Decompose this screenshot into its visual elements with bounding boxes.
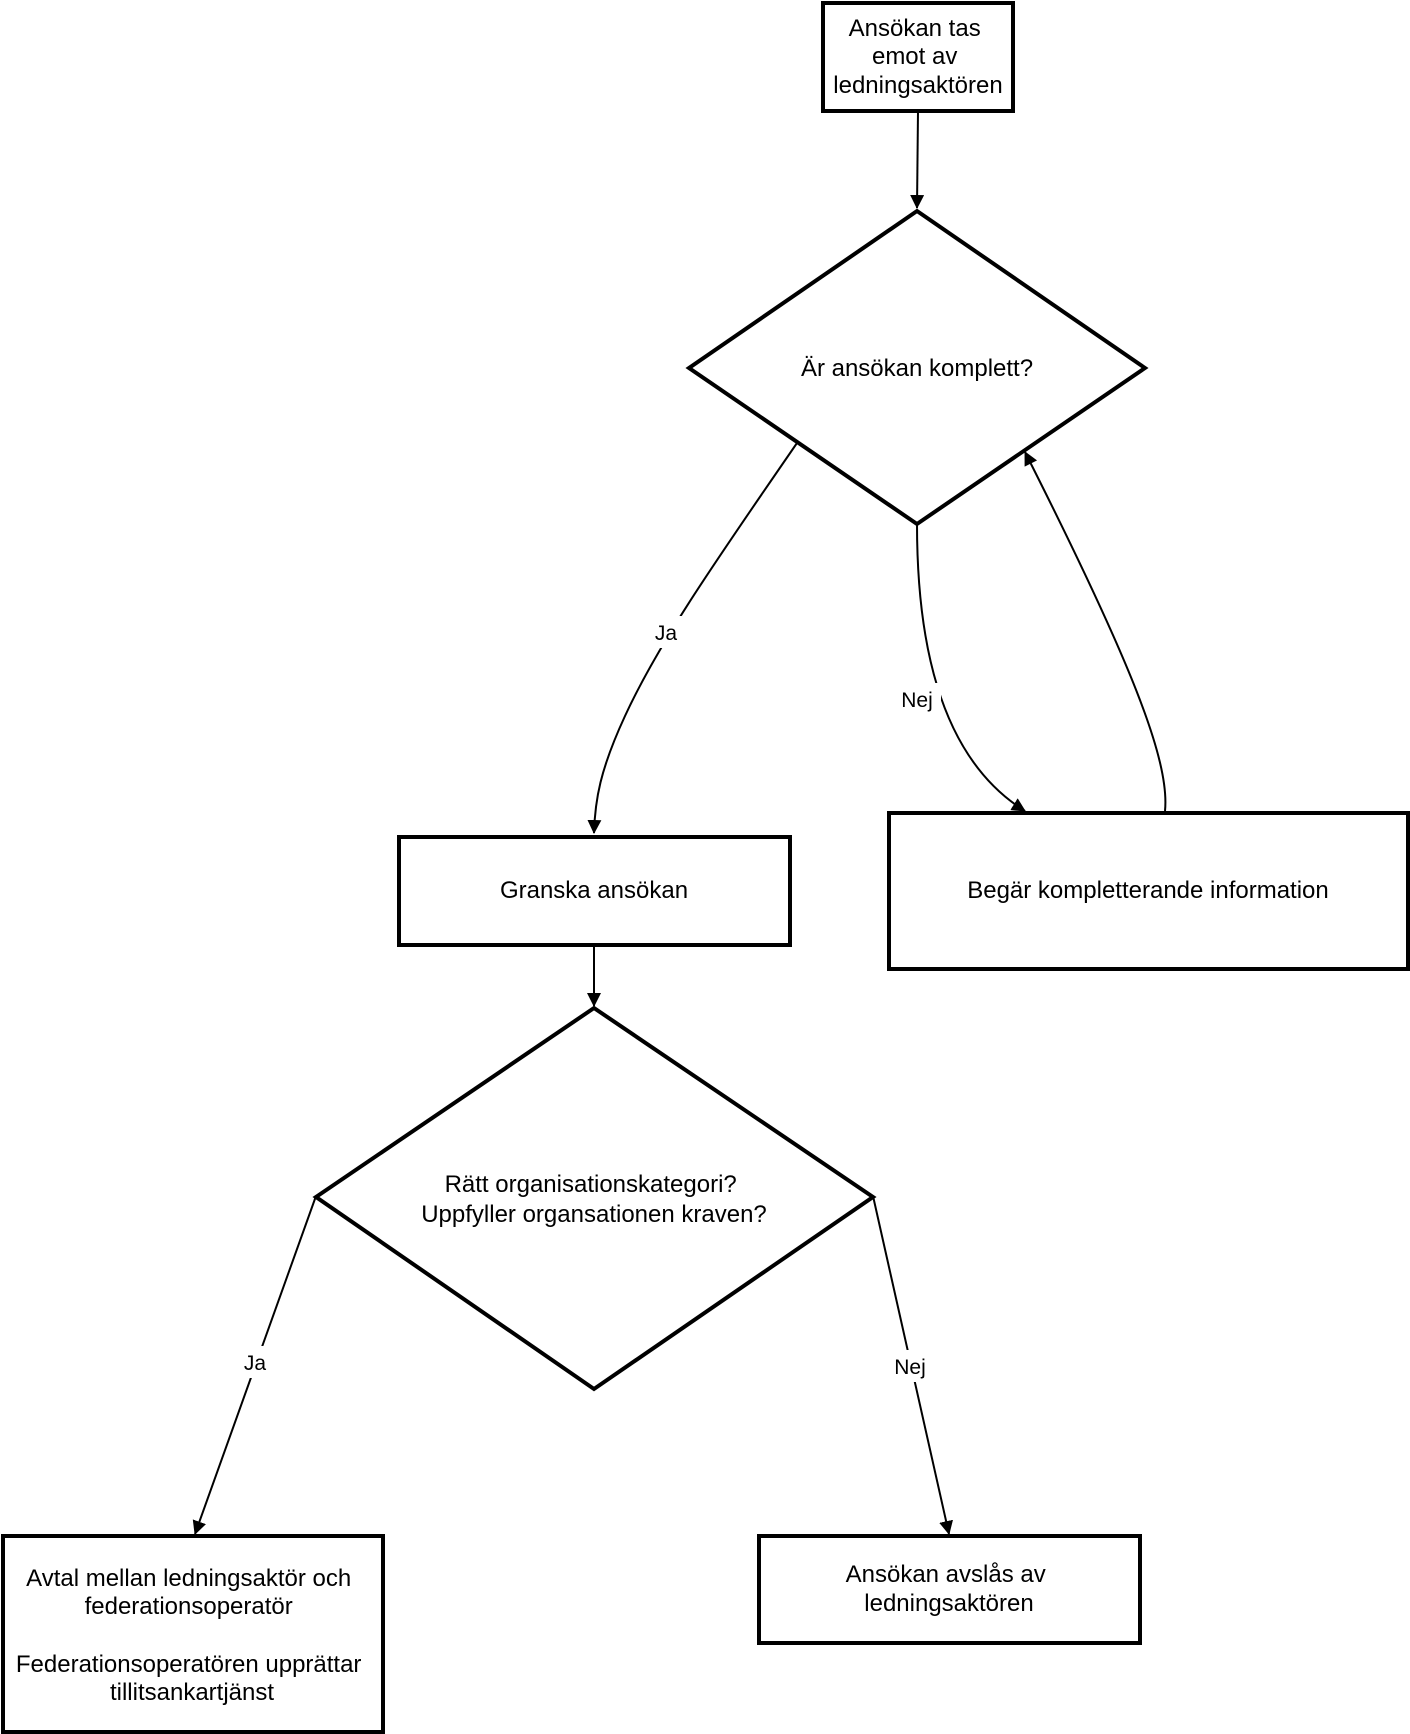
node-decision-category: Rätt organisationskategori? Uppfyller or… — [312, 1005, 877, 1392]
edge-label-category-yes-text: Ja — [244, 1352, 267, 1375]
node-start-label: Ansökan tas emot av ledningsaktören — [833, 15, 1002, 99]
edge-labels: Ja Nej Ja Nej — [237, 616, 941, 1382]
node-start: Ansökan tas emot av ledningsaktören — [821, 1, 1015, 113]
edge-label-complete-yes-text: Ja — [655, 622, 678, 645]
node-request-info-label: Begär kompletterande information — [967, 877, 1329, 904]
edge-complete-yes — [587, 442, 798, 834]
node-review-label: Granska ansökan — [500, 877, 688, 904]
edge-label-complete-no: Nej — [893, 683, 941, 715]
node-request-info: Begär kompletterande information — [887, 811, 1410, 971]
edge-complete-no — [916, 523, 1026, 812]
node-decision-category-label: Rätt organisationskategori? Uppfyller or… — [421, 1171, 767, 1228]
node-rejected-label: Ansökan avslås av ledningsaktören — [846, 1561, 1053, 1617]
edge-label-complete-yes: Ja — [648, 616, 684, 648]
edge-label-complete-no-text: Nej — [901, 689, 933, 712]
edge-label-category-no-text: Nej — [894, 1356, 926, 1379]
edge-label-category-yes: Ja — [237, 1346, 273, 1378]
node-decision-complete: Är ansökan komplett? — [685, 208, 1149, 527]
node-review: Granska ansökan — [397, 835, 792, 947]
edge-label-category-no: Nej — [886, 1350, 934, 1382]
node-agreement-label: Avtal mellan ledningsaktör och federatio… — [16, 1565, 368, 1706]
node-agreement: Avtal mellan ledningsaktör och federatio… — [1, 1534, 385, 1734]
node-rejected: Ansökan avslås av ledningsaktören — [757, 1534, 1142, 1645]
edge-start-to-complete-check — [910, 110, 925, 209]
edge-request-info-back — [1024, 451, 1167, 812]
node-decision-complete-label: Är ansökan komplett? — [801, 355, 1033, 382]
